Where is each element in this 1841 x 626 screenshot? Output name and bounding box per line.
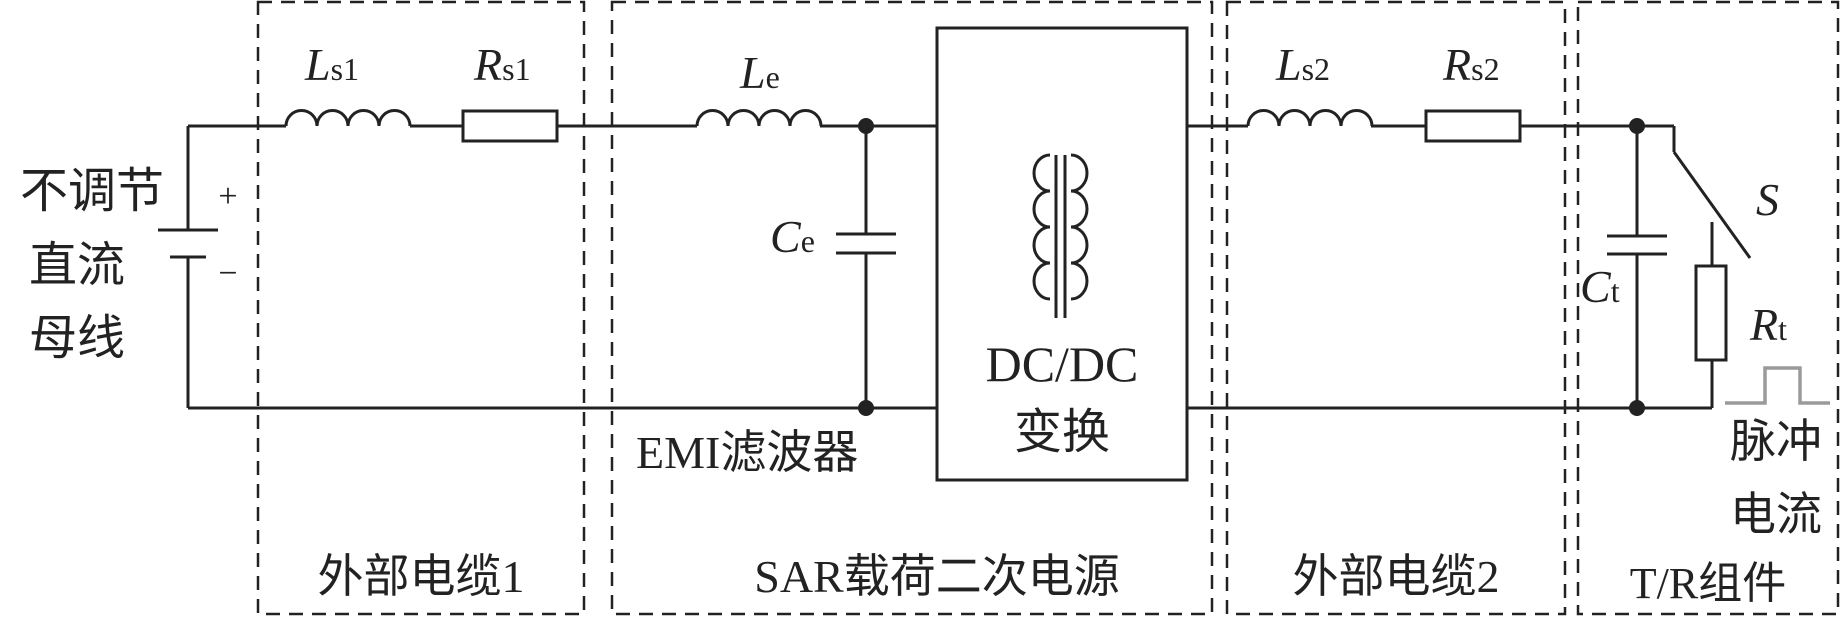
label-s: S bbox=[1756, 174, 1779, 225]
inductor-le-icon bbox=[695, 109, 823, 127]
tr-region-box bbox=[1576, 0, 1840, 616]
label-ls1: Ls1 bbox=[304, 39, 359, 90]
sar-region-box bbox=[610, 0, 1214, 616]
resistor-rs2-icon bbox=[1424, 109, 1522, 143]
switch-s-icon bbox=[1672, 126, 1752, 259]
junction-dot bbox=[1629, 118, 1645, 134]
source-label: 不调节 直流 母线 bbox=[20, 163, 164, 366]
converter-label-line-2: 变换 bbox=[1014, 404, 1110, 460]
capacitor-ce-icon bbox=[836, 126, 896, 408]
label-rs2: Rs2 bbox=[1442, 39, 1500, 90]
region-label-cable2: 外部电缆2 bbox=[1293, 551, 1500, 602]
junction-dot bbox=[1629, 400, 1645, 416]
label-ls2: Ls2 bbox=[1275, 39, 1330, 90]
source-label-line-1: 不调节 bbox=[20, 163, 164, 219]
minus-sign: − bbox=[218, 255, 237, 292]
pulse-label-line-2: 电流 bbox=[1730, 487, 1822, 541]
pulse-label-line-1: 脉冲 bbox=[1730, 414, 1822, 468]
emi-filter-label: EMI滤波器 bbox=[636, 427, 858, 478]
dcdc-converter-box bbox=[935, 26, 1189, 482]
pulse-waveform-icon bbox=[1725, 366, 1830, 405]
transformer-icon bbox=[1032, 153, 1089, 318]
region-label-sar: SAR载荷二次电源 bbox=[754, 551, 1119, 602]
region-label-cable1: 外部电缆1 bbox=[318, 551, 525, 602]
label-rt: Rt bbox=[1749, 299, 1787, 350]
label-rs1: Rs1 bbox=[473, 39, 531, 90]
converter-label-line-1: DC/DC bbox=[986, 336, 1139, 392]
label-ce: Ce bbox=[770, 211, 815, 262]
source-label-line-2: 直流 bbox=[29, 237, 125, 293]
junction-dot bbox=[858, 118, 874, 134]
resistor-rs1-icon bbox=[461, 109, 559, 143]
inductor-ls1-icon bbox=[284, 109, 412, 127]
region-label-tr: T/R组件 bbox=[1630, 559, 1786, 608]
dc-source-icon bbox=[158, 126, 218, 408]
label-le: Le bbox=[739, 47, 780, 98]
cable1-region-box bbox=[256, 0, 586, 616]
resistor-rt-icon bbox=[1694, 222, 1728, 408]
junction-dot bbox=[858, 400, 874, 416]
source-label-line-3: 母线 bbox=[29, 310, 125, 366]
plus-sign: + bbox=[218, 178, 237, 215]
inductor-ls2-icon bbox=[1246, 109, 1374, 127]
cable2-region-box bbox=[1225, 0, 1567, 616]
label-ct: Ct bbox=[1580, 261, 1620, 312]
capacitor-ct-icon bbox=[1607, 126, 1667, 408]
